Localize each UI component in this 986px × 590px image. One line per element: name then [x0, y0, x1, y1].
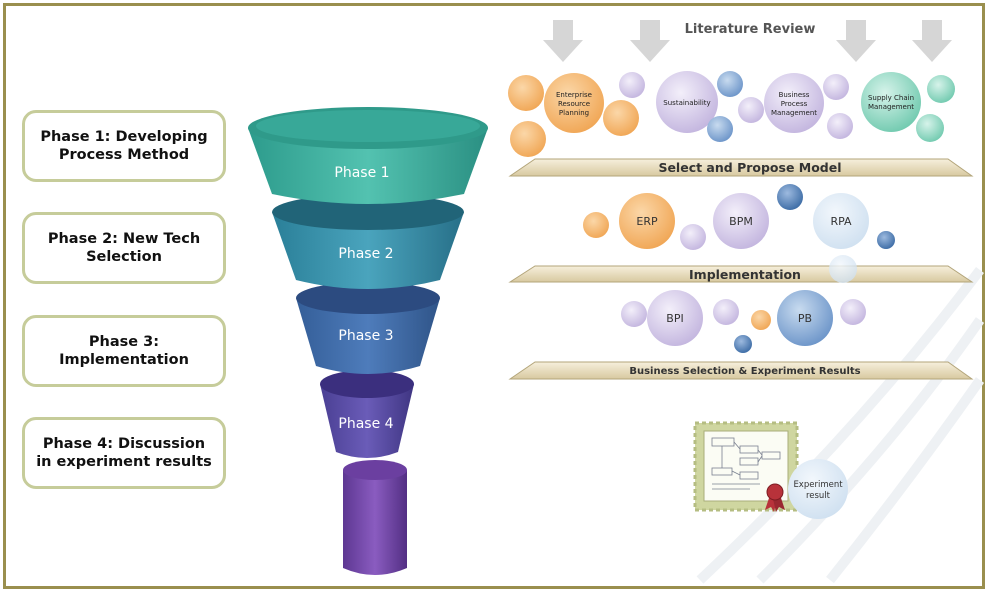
funnel-tier-3-label: Phase 3 — [338, 328, 393, 344]
down-arrow-icon — [543, 20, 583, 62]
down-arrow-icon — [630, 20, 670, 62]
bubble — [823, 74, 849, 100]
bubble-bpi-label: BPI — [666, 312, 683, 325]
impl-bubbles — [621, 290, 866, 353]
bubble-pb — [777, 290, 833, 346]
phase-3-box: Phase 3: Implementation — [22, 315, 226, 387]
bubble-rpa-model — [813, 193, 869, 249]
bubble — [927, 75, 955, 103]
bubble-bpm — [764, 73, 824, 133]
funnel-neck-top — [343, 460, 407, 480]
bubble — [717, 71, 743, 97]
bubble — [734, 335, 752, 353]
experiment-result-bubble — [788, 459, 848, 519]
bubble-erp-model-label: ERP — [636, 215, 658, 228]
bubble-pb-label: PB — [798, 312, 812, 325]
bubble — [713, 299, 739, 325]
phase-3-label: Phase 3: Implementation — [59, 333, 189, 368]
ribbon-seal-icon — [765, 483, 785, 512]
bubble — [583, 212, 609, 238]
funnel-tier-4-label: Phase 4 — [338, 416, 393, 432]
funnel-tier-3 — [296, 298, 440, 374]
funnel-tier-2-label: Phase 2 — [338, 246, 393, 262]
stage-implementation-label: Implementation — [689, 267, 801, 282]
bubble — [603, 100, 639, 136]
bubble — [707, 116, 733, 142]
phase-2-box: Phase 2: New Tech Selection — [22, 212, 226, 284]
funnel-tier-2-top — [272, 194, 464, 230]
phase-1-label: Phase 1: Developing Process Method — [40, 128, 208, 163]
bubble — [877, 231, 895, 249]
bubble — [738, 97, 764, 123]
bubble-sustainability-label: Sustainability — [663, 99, 710, 107]
stage-select-propose: Select and Propose Model — [508, 158, 974, 177]
funnel-tier-2 — [272, 212, 464, 289]
bubble-bpm-model-label: BPM — [729, 215, 753, 228]
funnel-neck — [343, 470, 407, 575]
literature-bubbles — [508, 71, 955, 157]
stage-business-selection-label: Business Selection & Experiment Results — [629, 366, 860, 377]
stage-implementation: Implementation — [508, 265, 974, 283]
bubble-scm — [861, 72, 921, 132]
bubble — [829, 255, 857, 283]
bubble — [510, 121, 546, 157]
bubble-erp-model — [619, 193, 675, 249]
literature-review-title: Literature Review — [685, 22, 816, 37]
stage-business-selection: Business Selection & Experiment Results — [508, 361, 974, 380]
bubble — [619, 72, 645, 98]
document-flowchart-icon — [711, 437, 781, 490]
phase-2-label: Phase 2: New Tech Selection — [47, 230, 201, 265]
bubble — [916, 114, 944, 142]
funnel-tier-4 — [320, 384, 414, 458]
bubble — [508, 75, 544, 111]
funnel-tier-1-label: Phase 1 — [334, 165, 389, 181]
down-arrow-icon — [836, 20, 876, 62]
background-swoosh — [696, 266, 985, 584]
bubble — [621, 301, 647, 327]
phase-4-label: Phase 4: Discussion in experiment result… — [36, 435, 212, 470]
down-arrow-icon — [912, 20, 952, 62]
bubble — [777, 184, 803, 210]
bubble-rpa-model-label: RPA — [830, 215, 852, 228]
down-arrow-icons — [543, 20, 952, 62]
phase-1-box: Phase 1: Developing Process Method — [22, 110, 226, 182]
bubble — [840, 299, 866, 325]
bubble-erp — [544, 73, 604, 133]
funnel: Phase 1 Phase 2 Phase 3 Phase 4 — [248, 107, 488, 575]
stage-select-propose-label: Select and Propose Model — [658, 160, 841, 175]
bubble — [751, 310, 771, 330]
model-bubbles — [583, 184, 895, 283]
funnel-tier-3-top — [296, 282, 440, 314]
bubble-bpi — [647, 290, 703, 346]
phase-4-box: Phase 4: Discussion in experiment result… — [22, 417, 226, 489]
bubble-bpm-model — [713, 193, 769, 249]
bubble — [680, 224, 706, 250]
bubble-sustainability — [656, 71, 718, 133]
funnel-tier-1 — [248, 128, 488, 204]
bubble — [827, 113, 853, 139]
funnel-tier-4-top — [320, 370, 414, 398]
